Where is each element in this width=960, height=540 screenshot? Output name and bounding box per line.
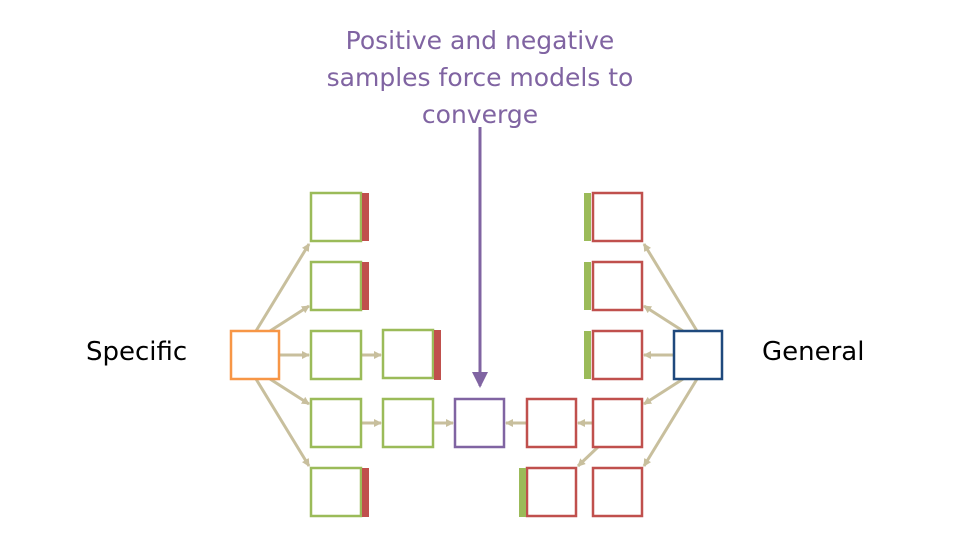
- arrow-general-to-r4: [643, 377, 684, 406]
- red-bar-2: [362, 262, 369, 310]
- green-box-1: [309, 191, 363, 243]
- arrow-general-to-r1: [642, 243, 699, 332]
- green-bar-4: [519, 468, 526, 517]
- callout-line-3: converge: [421, 100, 539, 129]
- red-bar-1: [362, 193, 369, 241]
- specific-label: Specific: [86, 337, 188, 367]
- red-box-6: [525, 397, 578, 449]
- green-box-2: [309, 260, 363, 312]
- arrow-specific-to-g5: [254, 378, 311, 467]
- negative-sample-markers: [362, 193, 441, 517]
- callout-line-2: samples force models to: [326, 63, 634, 92]
- arrow-specific-to-g2: [269, 304, 310, 333]
- red-box-7: [525, 466, 578, 518]
- green-bar-1: [584, 193, 591, 241]
- red-bar-3: [434, 330, 441, 380]
- green-box-6: [381, 328, 435, 380]
- callout-text: Positive and negative samples force mode…: [300, 22, 660, 133]
- general-arrows: [505, 243, 699, 468]
- red-bar-4: [362, 468, 369, 517]
- green-box-4: [309, 397, 363, 449]
- red-box-3: [591, 329, 644, 381]
- arrow-r4-to-r7: [576, 445, 600, 468]
- general-side-hypotheses: [525, 191, 644, 518]
- specific-hypothesis-box: [229, 329, 281, 381]
- converged-hypothesis-box: [453, 397, 506, 449]
- callout-line-1: Positive and negative: [345, 26, 615, 55]
- green-bar-3: [584, 331, 591, 379]
- green-box-5: [309, 466, 363, 518]
- red-box-4: [591, 397, 644, 449]
- green-box-7: [381, 397, 435, 449]
- arrow-general-to-r2: [643, 304, 684, 333]
- arrow-general-to-r5: [642, 378, 699, 467]
- red-box-2: [591, 260, 644, 312]
- green-bar-2: [584, 262, 591, 310]
- positive-sample-markers: [519, 193, 591, 517]
- specific-side-hypotheses: [309, 191, 435, 518]
- specific-arrows: [254, 243, 454, 467]
- general-hypothesis-box: [672, 329, 724, 381]
- red-box-1: [591, 191, 644, 243]
- green-box-3: [309, 329, 363, 381]
- red-box-5: [591, 466, 644, 518]
- general-label: General: [762, 337, 865, 367]
- arrow-specific-to-g1: [254, 243, 311, 332]
- arrow-specific-to-g4: [269, 377, 310, 406]
